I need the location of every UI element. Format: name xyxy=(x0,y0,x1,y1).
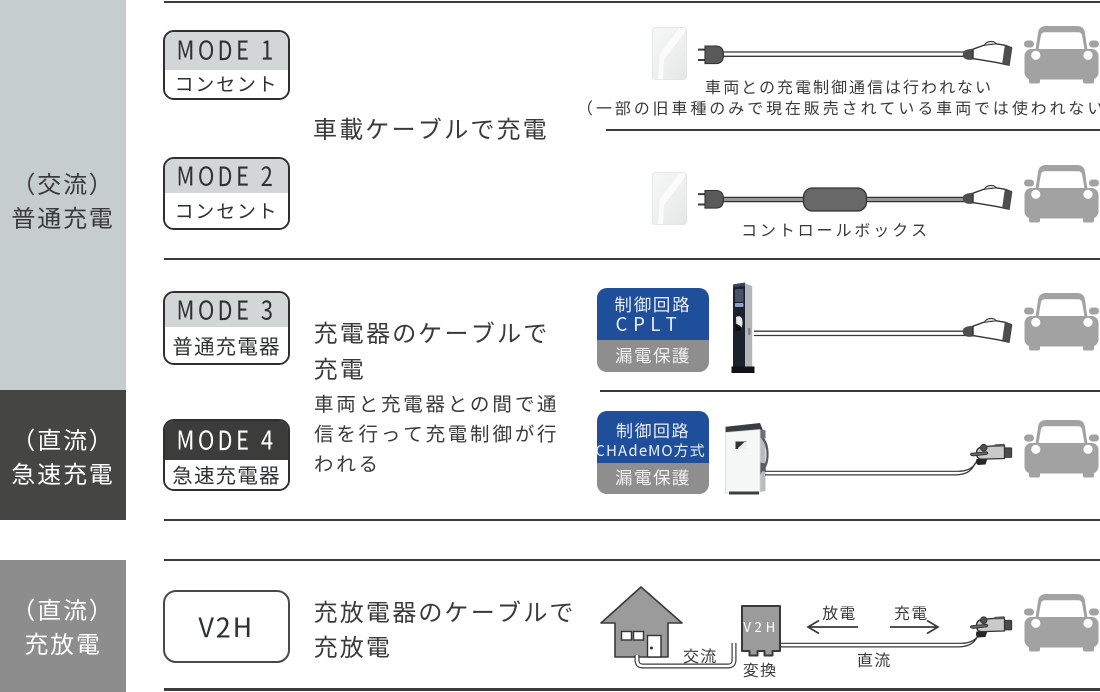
svg-text:V2H: V2H xyxy=(743,616,779,636)
